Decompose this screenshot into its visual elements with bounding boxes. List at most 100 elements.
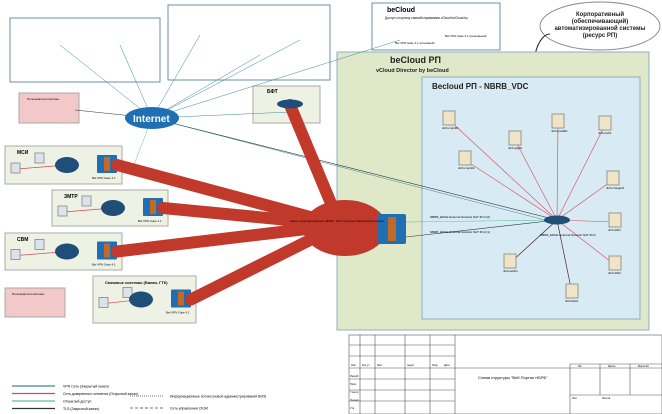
title-block-header: Дата bbox=[444, 364, 450, 367]
title-block-stage: Масштаб bbox=[638, 365, 649, 368]
server-icon bbox=[10, 249, 21, 260]
title-block-sheet: Листов bbox=[602, 397, 611, 400]
title-block bbox=[348, 334, 662, 414]
server-icon bbox=[565, 283, 579, 299]
becloud-dev1-label: Bel VPN Gate 4.1 (основной) bbox=[395, 41, 435, 45]
hub-firewall bbox=[378, 214, 406, 244]
internet-link bbox=[151, 34, 201, 119]
server-label: nbrb-db02 bbox=[608, 271, 621, 275]
title-block-sheet: Лист bbox=[572, 397, 578, 400]
ext-link-label: NBRB_EDGE External Network NAT IPv4 (0) bbox=[430, 215, 490, 219]
server-icon bbox=[598, 115, 612, 131]
server-label: nbrb-charge01 bbox=[606, 186, 625, 190]
gate-label: Bel VPN Gate 4.1 bbox=[138, 219, 162, 223]
router-icon bbox=[55, 243, 79, 260]
tls-link bbox=[509, 219, 558, 264]
server-label: nbrb-mgmt02 bbox=[458, 166, 475, 170]
router-icon bbox=[101, 200, 125, 216]
title-block-side: Пров bbox=[350, 383, 357, 386]
vpn-gate-core bbox=[178, 291, 184, 306]
server-link bbox=[448, 119, 558, 221]
vpn-gate-core bbox=[104, 157, 110, 171]
server-icon bbox=[458, 150, 472, 166]
server-icon bbox=[608, 255, 622, 271]
open-link bbox=[405, 219, 558, 223]
becloud-access-subtitle: Доступ к порталу самообслуживания vCloud… bbox=[385, 16, 468, 20]
legend-label: TLS (Закрытый канал) bbox=[63, 407, 99, 411]
server-label: nbrb-mgmt01 bbox=[442, 126, 459, 130]
title-block-side: Утв bbox=[350, 407, 355, 410]
internet-link bbox=[59, 44, 153, 119]
doc-title: Схема структуры "Веб Портал НБРБ" bbox=[478, 375, 548, 380]
title-block-side: Н.контр bbox=[350, 399, 360, 402]
becloud-rp-title: beCloud РП bbox=[390, 55, 441, 65]
title-block-side: Разраб bbox=[350, 375, 359, 378]
users-zone-2 bbox=[4, 287, 66, 318]
top-mid-zone bbox=[167, 4, 331, 81]
bft-router bbox=[277, 99, 303, 109]
internet-link bbox=[151, 39, 301, 119]
zone-title: СВМ bbox=[17, 237, 28, 243]
server-icon bbox=[442, 110, 456, 126]
tls-link bbox=[556, 219, 573, 294]
vpn-gate-core bbox=[104, 243, 110, 258]
internet-link bbox=[151, 117, 558, 221]
server-icon bbox=[551, 113, 565, 129]
server-label: nbrb-web01 bbox=[503, 269, 518, 273]
legend-label: Информационные потоки (новой администрир… bbox=[170, 395, 266, 399]
server-icon bbox=[608, 212, 622, 228]
internet-link bbox=[151, 39, 401, 119]
server-icon bbox=[81, 195, 92, 207]
links bbox=[59, 34, 616, 294]
server-link bbox=[556, 124, 606, 221]
server-link bbox=[556, 219, 616, 266]
servers: nbrb-mgmt01 nbrb-app01 nbrb-portal01 nbrb-s… bbox=[442, 110, 625, 303]
users-label: Пользователи системы bbox=[27, 97, 59, 101]
title-block-header: Лист bbox=[377, 364, 383, 367]
gate-label: Bel VPN Gate 4.1 bbox=[92, 263, 116, 267]
gate-label: Bel VPN Gate 4.1 bbox=[92, 176, 116, 180]
legend-label: Сеть доверенного сегмента (Открытый кана… bbox=[63, 392, 138, 396]
gate-label: Bel VPN Gate 4.1 bbox=[166, 311, 190, 315]
ext-link-label: NBRB_EDGE External Network NAT IPv4 (1) bbox=[430, 230, 490, 234]
users-zone-1 bbox=[18, 92, 80, 124]
internet-link bbox=[119, 44, 153, 119]
legend-label: Сеть управления СКЗИ bbox=[170, 407, 208, 411]
server-icon bbox=[122, 287, 133, 298]
title-block-header: Подп bbox=[432, 364, 439, 367]
users-label: Пользователи системы bbox=[12, 292, 44, 296]
server-label: nbrb-srv01 bbox=[598, 131, 612, 135]
bft-title: БФТ bbox=[267, 89, 278, 95]
cloud-note: Корпоративный (обеспечивающий) автоматиз… bbox=[539, 1, 661, 51]
legend-label: VPN Сеть (Закрытый канал) bbox=[63, 385, 109, 389]
vpn-gate-core bbox=[150, 200, 156, 214]
internet-link bbox=[151, 54, 261, 119]
router-icon bbox=[55, 157, 79, 173]
internet-label: Internet bbox=[133, 114, 170, 125]
server-icon bbox=[57, 205, 68, 217]
becloud-access-title: beCloud bbox=[387, 7, 415, 14]
server-icon bbox=[34, 152, 45, 164]
cloud-note-label: Корпоративный (обеспечивающий) автоматиз… bbox=[554, 12, 646, 39]
title-block-stage: Лит bbox=[578, 365, 583, 368]
legend: VPN Сеть (Закрытый канал) Сеть доверенног… bbox=[12, 385, 266, 411]
becloud-rp-subtitle: vCloud Director by beCloud bbox=[376, 68, 449, 74]
server-label: nbrb-portal01 bbox=[551, 129, 568, 133]
server-link bbox=[556, 179, 614, 221]
router-label: NBRB_EDGE External Network NAT IPv4 bbox=[540, 233, 596, 237]
tls-link bbox=[405, 219, 558, 238]
server-icon bbox=[606, 170, 620, 186]
zone-title: Смежные системы (Банки, ГТК) bbox=[105, 280, 168, 285]
vpn-tunnel bbox=[111, 219, 346, 258]
server-icon bbox=[503, 253, 517, 269]
zone-title: ЗМТР bbox=[64, 194, 78, 200]
server-icon bbox=[10, 162, 21, 174]
server-icon bbox=[508, 130, 522, 146]
server-link bbox=[464, 159, 558, 221]
vpn-tunnel bbox=[111, 159, 346, 231]
server-link bbox=[556, 122, 559, 221]
server-label: nbrb-app01 bbox=[508, 146, 523, 150]
server-link bbox=[514, 139, 558, 221]
